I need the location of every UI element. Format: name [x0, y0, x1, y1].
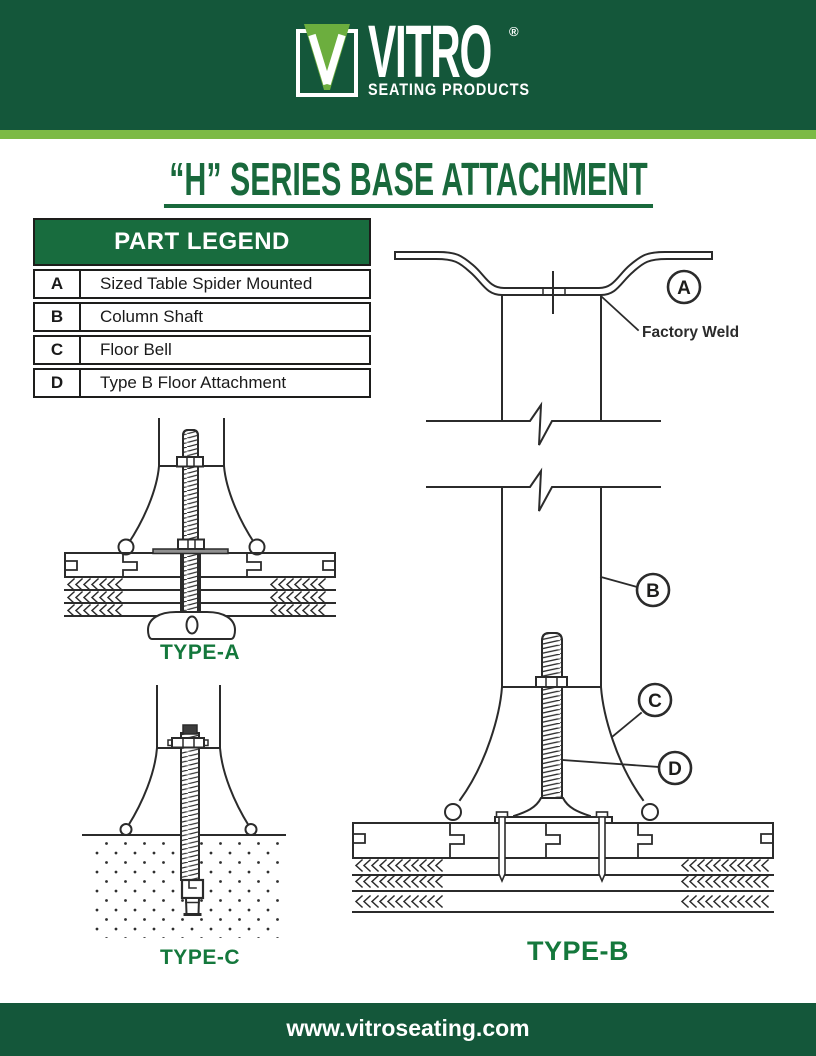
legend-label: Sized Table Spider Mounted — [100, 274, 313, 293]
legend-header: PART LEGEND — [33, 218, 371, 266]
upper-nut — [176, 456, 204, 468]
page-title-wrap: “H” SERIES BASE ATTACHMENT — [0, 156, 816, 208]
callout-d-letter: D — [668, 759, 682, 780]
floor-nut — [177, 538, 205, 550]
vitro-logo-icon — [296, 24, 358, 97]
callout-b-leader — [599, 575, 639, 589]
type-a-diagram — [64, 418, 336, 640]
table-spider-outline — [394, 251, 713, 314]
callout-c-circle — [637, 682, 673, 718]
rod-cap — [182, 724, 198, 735]
break-line-lower — [426, 467, 661, 512]
threaded-rod — [152, 429, 229, 614]
brand-tagline: SEATING PRODUCTS — [368, 80, 530, 99]
break-line-upper — [426, 401, 661, 446]
callout-b-circle — [635, 572, 671, 608]
legend-label: Column Shaft — [100, 307, 203, 326]
legend-label: Type B Floor Attachment — [100, 373, 287, 392]
legend-key: A — [35, 271, 81, 297]
legend-label: Floor Bell — [100, 340, 172, 359]
registered-mark: ® — [509, 24, 519, 39]
footer-band: www.vitroseating.com — [0, 1003, 816, 1056]
callout-b-letter: B — [646, 581, 660, 602]
legend-key: C — [35, 337, 81, 363]
footer-url[interactable]: www.vitroseating.com — [286, 1015, 530, 1041]
column-shaft-outline — [426, 294, 661, 688]
type-b-diagram: A B C D Factory Weld — [352, 251, 774, 913]
floor-attachment — [494, 797, 613, 884]
callout-d-leader — [562, 759, 660, 768]
callout-circles — [635, 269, 702, 786]
factory-weld-label: Factory Weld — [642, 324, 739, 341]
callout-a-letter: A — [677, 278, 691, 299]
type-b-caption: TYPE-B — [526, 936, 629, 966]
callout-c-leader — [610, 711, 643, 739]
dome-foot — [146, 611, 237, 640]
type-a-caption: TYPE-A — [159, 641, 240, 664]
column-and-bell-outline — [117, 418, 266, 556]
part-legend-table: PART LEGEND A Sized Table Spider Mounted… — [33, 218, 371, 398]
page-title: “H” SERIES BASE ATTACHMENT — [163, 156, 653, 208]
factory-weld-leader — [600, 295, 640, 332]
accent-stripe — [0, 130, 816, 139]
floor-section — [352, 822, 774, 913]
callout-leaders — [562, 295, 660, 768]
callout-c-letter: C — [648, 691, 662, 712]
threaded-rod — [535, 632, 568, 799]
header-band: VITRO ® SEATING PRODUCTS — [0, 0, 816, 130]
callout-d-circle — [657, 750, 693, 786]
legend-row-a: A Sized Table Spider Mounted — [33, 269, 371, 299]
type-c-caption: TYPE-C — [159, 946, 240, 969]
anchor-rod — [167, 724, 209, 881]
anchor-nut — [171, 737, 205, 749]
legend-row-b: B Column Shaft — [33, 302, 371, 332]
floor-bell-outline — [444, 685, 659, 821]
floor-hatching — [356, 860, 768, 907]
legend-row-d: D Type B Floor Attachment — [33, 368, 371, 398]
wedge-anchor — [180, 878, 205, 916]
legend-key: B — [35, 304, 81, 330]
brand-name: VITRO — [368, 10, 492, 93]
legend-key: D — [35, 370, 81, 396]
callout-a-circle — [666, 269, 702, 305]
legend-row-c: C Floor Bell — [33, 335, 371, 365]
type-c-diagram — [82, 685, 286, 938]
